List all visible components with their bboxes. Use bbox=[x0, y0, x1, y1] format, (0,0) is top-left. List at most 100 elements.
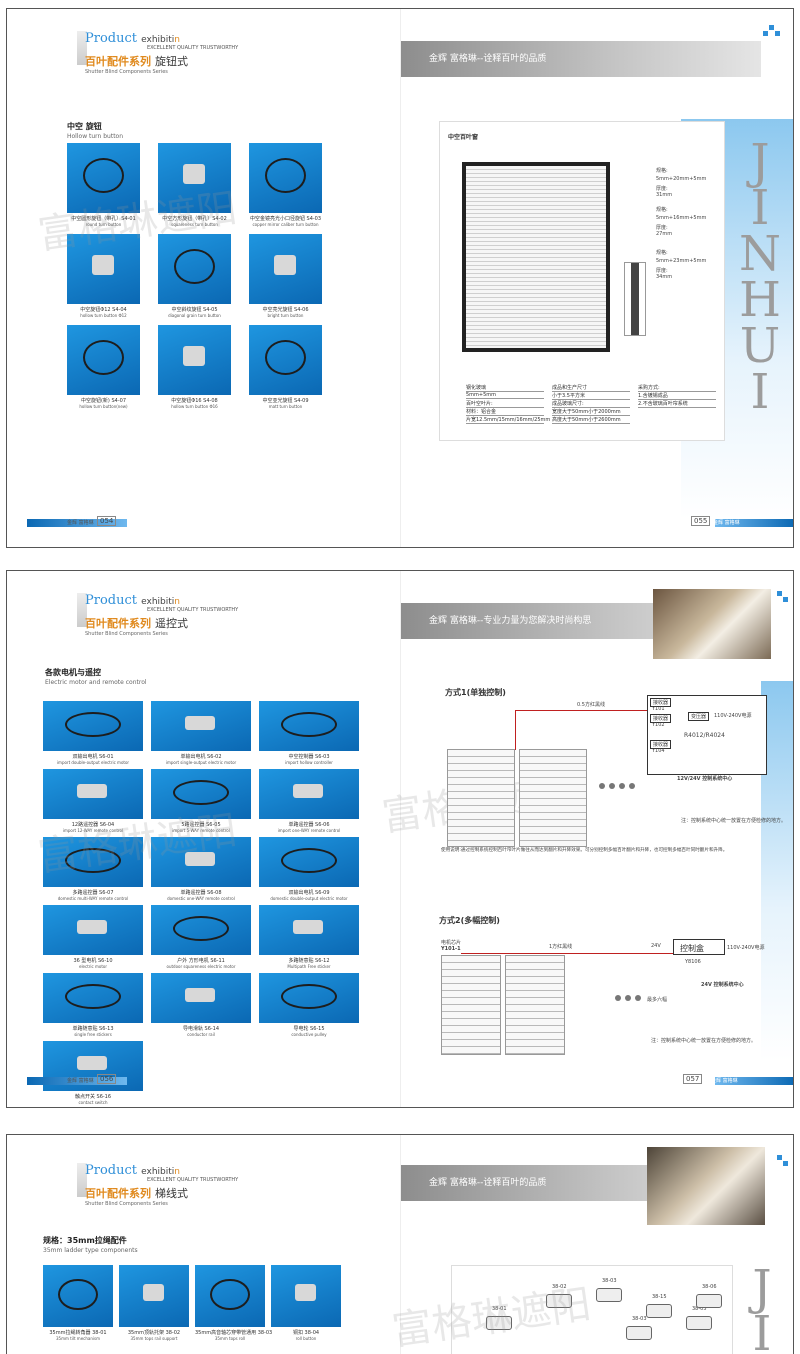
product-caption-en: 35mm tops rail support bbox=[130, 1336, 178, 1341]
product-image bbox=[43, 1265, 113, 1327]
product-caption: 中空旋钮Φ12 S4-04 bbox=[80, 307, 127, 313]
product-caption-en: domestic multi-WAY remote control bbox=[57, 896, 129, 901]
product-image bbox=[67, 325, 140, 395]
product-caption-en: 35mm tilt mechanism bbox=[56, 1336, 100, 1341]
product-image bbox=[158, 143, 231, 213]
product-image bbox=[43, 905, 143, 955]
product-image bbox=[259, 769, 359, 819]
spec-cell: 高度大于50mm小于2600mm bbox=[552, 416, 630, 424]
part-label: 38-06 bbox=[702, 1284, 717, 1290]
usage-note: 使用说明:通过控制系统控制百叶帘叶片做往从而达到翻片和升降效果。可分别控制多幅百… bbox=[441, 848, 728, 853]
product-caption: 多路遥控器 S6-07 bbox=[72, 890, 114, 896]
part-label: 38-03 bbox=[602, 1278, 617, 1284]
spec-cell: 成品和生产尺寸 bbox=[552, 384, 630, 392]
part-label: 38-02 bbox=[552, 1284, 567, 1290]
section-subtitle: Electric motor and remote control bbox=[45, 679, 147, 686]
product-image bbox=[43, 973, 143, 1023]
product-image bbox=[43, 837, 143, 887]
section-subtitle: 35mm ladder type components bbox=[43, 1247, 138, 1254]
product-image bbox=[67, 143, 140, 213]
product-caption-en: electric motor bbox=[78, 964, 108, 969]
product-caption-en: import 5-WAY remote control bbox=[172, 828, 230, 833]
diagram1-title: 方式1(单独控制) bbox=[445, 688, 506, 697]
product-caption-en: 35mm tops roll bbox=[214, 1336, 246, 1341]
product-caption-en: hollow turn button(new) bbox=[79, 404, 128, 409]
part-label: 38-01 bbox=[492, 1306, 507, 1312]
diagram2-title: 方式2(多幅控制) bbox=[439, 916, 500, 925]
spec-cell: 采购方式: bbox=[638, 384, 716, 392]
window-card: 中空百叶窗 规格: 5mm+20mm+5mm 厚度: 31mm 规格: 5mm+… bbox=[439, 121, 725, 441]
product-caption: 中空亚光旋钮 S4-09 bbox=[262, 398, 309, 404]
product-caption: 35mm高音轴芯穿带管通用 38-03 bbox=[195, 1330, 273, 1336]
spread-ladder-type: Product exhibitin EXCELLENT QUALITY TRUS… bbox=[6, 1134, 794, 1354]
product-caption: 中空控制器 S6-03 bbox=[288, 754, 330, 760]
product-caption-en: Multipath Free sticker bbox=[287, 964, 331, 969]
part-shape bbox=[686, 1316, 712, 1330]
product-caption: 中空斜纹旋钮 S4-05 bbox=[171, 307, 218, 313]
brand-logo: Product exhibitin EXCELLENT QUALITY TRUS… bbox=[85, 1163, 239, 1207]
spread-remote-control: Product exhibitin EXCELLENT QUALITY TRUS… bbox=[6, 570, 794, 1108]
page-number: 054 bbox=[97, 516, 117, 526]
page-number: 055 bbox=[691, 516, 711, 526]
brand-logo: Product exhibitin EXCELLENT QUALITY TRUS… bbox=[85, 593, 239, 637]
product-caption: 36 型电机 S6-10 bbox=[73, 958, 113, 964]
product-caption: 中空金镜亮光小口径旋钮 S4-03 bbox=[249, 216, 322, 222]
part-shape bbox=[546, 1294, 572, 1308]
window-title: 中空百叶窗 bbox=[448, 134, 479, 141]
shutter-right bbox=[519, 749, 587, 847]
product-image bbox=[195, 1265, 265, 1327]
product-caption-en: conductive pulley bbox=[291, 1032, 327, 1037]
product-image bbox=[259, 905, 359, 955]
section-title: 各款电机与遥控 bbox=[45, 668, 101, 677]
product-caption: 导电轮 S6-15 bbox=[293, 1026, 325, 1032]
interior-photo bbox=[653, 589, 771, 659]
product-caption: 35mm顶轨托架 38-02 bbox=[127, 1330, 181, 1336]
product-image bbox=[151, 701, 251, 751]
product-caption-en: contact switch bbox=[78, 1100, 108, 1105]
product-caption-en: domestic one-WAY remote control bbox=[167, 896, 235, 901]
product-caption: 单路遥控器 S6-08 bbox=[180, 890, 222, 896]
page-058: Product exhibitin EXCELLENT QUALITY TRUS… bbox=[7, 1135, 401, 1354]
product-caption: 导电滑轨 S6-14 bbox=[182, 1026, 220, 1032]
spec-cell: 成品玻璃尺寸: bbox=[552, 400, 630, 408]
spread-hollow-turn-button: Product exhibitin EXCELLENT QUALITY TRUS… bbox=[6, 8, 794, 548]
product-caption-en: diagonal grain turn button bbox=[168, 313, 221, 318]
part-shape bbox=[596, 1288, 622, 1302]
product-caption-en: matt turn button bbox=[268, 404, 303, 409]
profile-section bbox=[624, 262, 646, 336]
control-center: 接收器 Y101 接收器 Y102 接收器 Y104 变压器 110V-240V… bbox=[647, 695, 767, 775]
part-shape bbox=[696, 1294, 722, 1308]
product-caption: 触点开关 S6-16 bbox=[74, 1094, 112, 1100]
product-caption: 中空圆形旋钮（带孔）S4-01 bbox=[71, 216, 136, 222]
product-image bbox=[43, 701, 143, 751]
page-number: 056 bbox=[97, 1074, 117, 1084]
part-shape bbox=[626, 1326, 652, 1340]
page-056: Product exhibitin EXCELLENT QUALITY TRUS… bbox=[7, 571, 401, 1107]
product-caption-en: round turn button bbox=[85, 222, 122, 227]
product-caption-en: hollow turn button Φ16 bbox=[171, 404, 218, 409]
product-image bbox=[271, 1265, 341, 1327]
part-shape bbox=[486, 1316, 512, 1330]
product-image bbox=[151, 837, 251, 887]
part-shape bbox=[646, 1304, 672, 1318]
product-image bbox=[249, 143, 322, 213]
product-caption: 双输出电机 S6-01 bbox=[72, 754, 114, 760]
product-image bbox=[67, 234, 140, 304]
spec-cell: 小于3.5平方米 bbox=[552, 392, 630, 400]
product-caption: 单输出电机 S6-02 bbox=[180, 754, 222, 760]
product-caption: 中空旋钮Φ16 S4-08 bbox=[171, 398, 218, 404]
product-image bbox=[158, 234, 231, 304]
product-image bbox=[259, 701, 359, 751]
spec-cell: 百叶空叶片: bbox=[466, 400, 544, 408]
product-image bbox=[119, 1265, 189, 1327]
product-caption: 中空旋钮(新) S4-07 bbox=[80, 398, 126, 404]
spec-cell: 片宽12.5mm/15mm/16mm/25mm bbox=[466, 417, 551, 424]
section-title: 规格：35mm拉绳配件 bbox=[43, 1236, 127, 1245]
product-image bbox=[249, 325, 322, 395]
spec-cell: 2.不含玻璃百叶帘系统 bbox=[638, 400, 716, 408]
footer-bar bbox=[27, 519, 127, 527]
